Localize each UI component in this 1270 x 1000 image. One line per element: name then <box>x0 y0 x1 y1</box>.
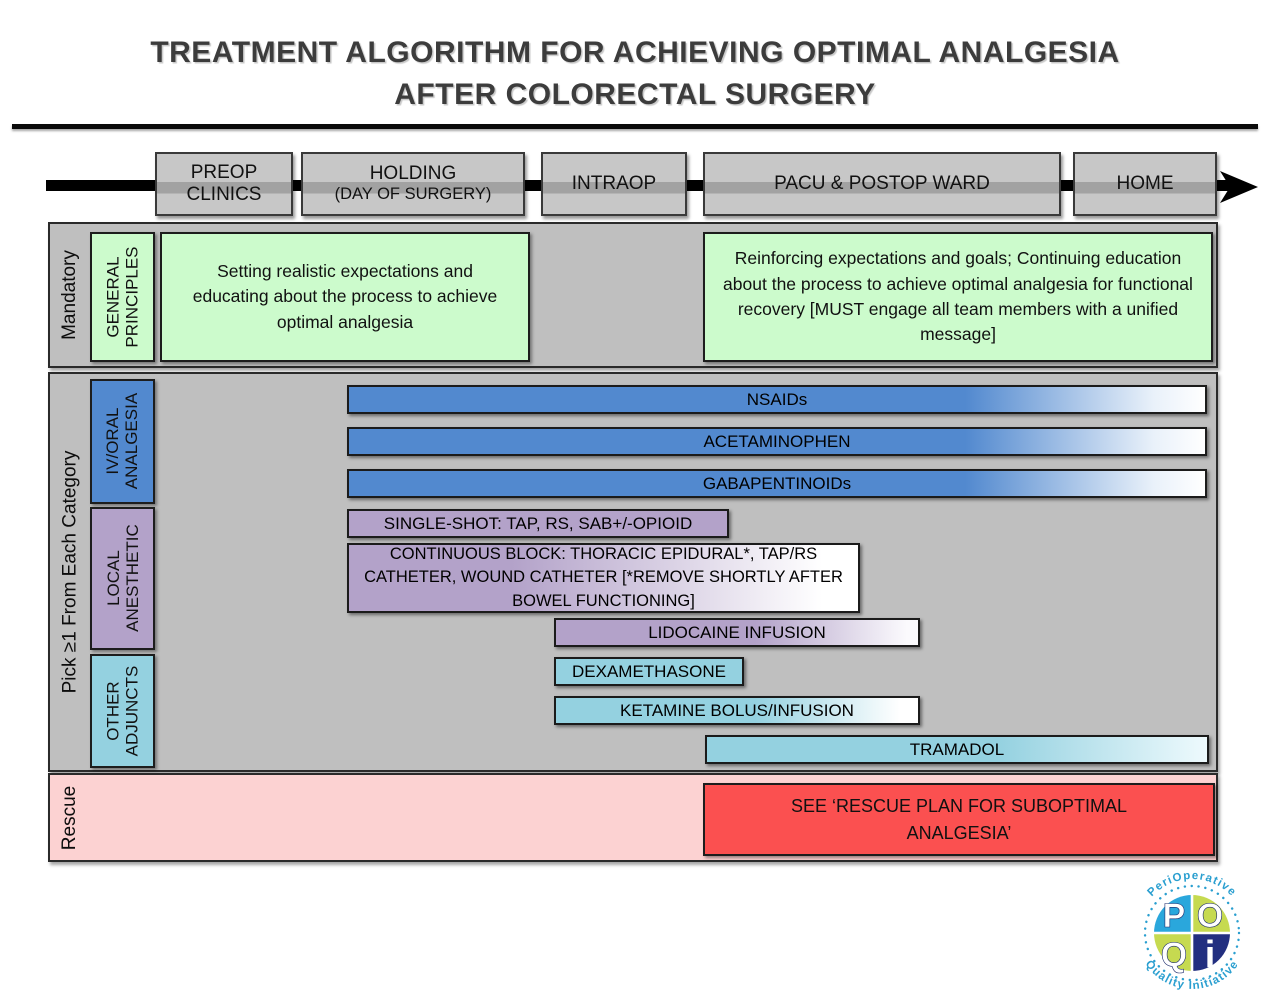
timeline-stage-home: HOME <box>1073 152 1217 216</box>
stage-sublabel: (DAY OF SURGERY) <box>334 185 492 204</box>
category-line-2: ADJUNCTS <box>122 665 142 757</box>
timeline-stage-intraop: INTRAOP <box>541 152 687 216</box>
category-general-principles: GENERAL PRINCIPLES <box>90 232 155 362</box>
stage-label: HOLDING <box>369 163 457 185</box>
page-title: TREATMENT ALGORITHM FOR ACHIEVING OPTIMA… <box>0 38 1270 110</box>
category-line-2: ANESTHETIC <box>122 524 142 633</box>
logo-letter-i: i <box>1205 934 1216 976</box>
logo-letter-q: Q <box>1161 936 1187 974</box>
bar-lidocaine-infusion: LIDOCAINE INFUSION <box>554 618 920 647</box>
poqi-logo: P O Q i PeriOperative Quality Initiative <box>1124 870 1260 998</box>
bar-gabapentinoids: GABAPENTINOIDs <box>347 469 1207 498</box>
bar-tramadol: TRAMADOL <box>705 735 1209 764</box>
category-line-1: GENERAL <box>103 256 123 338</box>
timeline-stage-preop-clinics: PREOP CLINICS <box>155 152 293 216</box>
stage-label: PREOP <box>190 161 258 183</box>
stage-label: INTRAOP <box>571 172 657 194</box>
category-line-1: IV/ORAL <box>103 407 123 476</box>
rescue-row-label: Rescue <box>59 785 81 850</box>
stage-sublabel: CLINICS <box>186 184 262 205</box>
timeline-stage-holding: HOLDING (DAY OF SURGERY) <box>301 152 525 216</box>
title-line-2: AFTER COLORECTAL SURGERY <box>394 78 876 111</box>
category-iv-oral-analgesia: IV/ORAL ANALGESIA <box>90 379 155 504</box>
section-pick-one-each-category: Pick ≥1 From Each Category IV/ORAL ANALG… <box>48 372 1218 772</box>
title-line-1: TREATMENT ALGORITHM FOR ACHIEVING OPTIMA… <box>150 36 1120 69</box>
category-line-2: PRINCIPLES <box>122 246 142 348</box>
category-local-anesthetic: LOCAL ANESTHETIC <box>90 507 155 650</box>
section-rescue: Rescue SEE ‘RESCUE PLAN FOR SUBOPTIMAL A… <box>48 773 1218 862</box>
mandatory-pacu-home-box: Reinforcing expectations and goals; Cont… <box>703 232 1213 362</box>
category-line-2: ANALGESIA <box>122 393 142 490</box>
bar-continuous-block: CONTINUOUS BLOCK: THORACIC EPIDURAL*, TA… <box>347 543 860 613</box>
bar-nsaids: NSAIDs <box>347 385 1207 414</box>
title-divider <box>12 124 1258 129</box>
logo-dotted-ring <box>1143 884 1241 982</box>
stage-label: PACU & POSTOP WARD <box>774 172 990 194</box>
category-other-adjuncts: OTHER ADJUNCTS <box>90 654 155 768</box>
logo-letter-p: P <box>1163 897 1186 935</box>
category-line-1: LOCAL <box>103 550 123 607</box>
bar-dexamethasone: DEXAMETHASONE <box>554 657 744 686</box>
timeline-stage-pacu-postop: PACU & POSTOP WARD <box>703 152 1061 216</box>
rescue-plan-box: SEE ‘RESCUE PLAN FOR SUBOPTIMAL ANALGESI… <box>703 783 1215 856</box>
stage-label: HOME <box>1116 172 1174 194</box>
pick-row-label: Pick ≥1 From Each Category <box>59 450 81 694</box>
bar-ketamine-bolus-infusion: KETAMINE BOLUS/INFUSION <box>554 696 920 725</box>
bar-acetaminophen: ACETAMINOPHEN <box>347 427 1207 456</box>
mandatory-preop-holding-box: Setting realistic expectations and educa… <box>160 232 530 362</box>
bar-single-shot-block: SINGLE-SHOT: TAP, RS, SAB+/-OPIOID <box>347 509 729 538</box>
category-line-1: OTHER <box>103 681 123 741</box>
mandatory-row-label: Mandatory <box>59 250 80 340</box>
timeline-arrowhead-icon <box>1218 168 1262 211</box>
logo-letter-o: O <box>1197 897 1223 935</box>
section-mandatory: Mandatory GENERAL PRINCIPLES Setting rea… <box>48 222 1218 368</box>
logo-quadrants <box>1152 893 1232 973</box>
